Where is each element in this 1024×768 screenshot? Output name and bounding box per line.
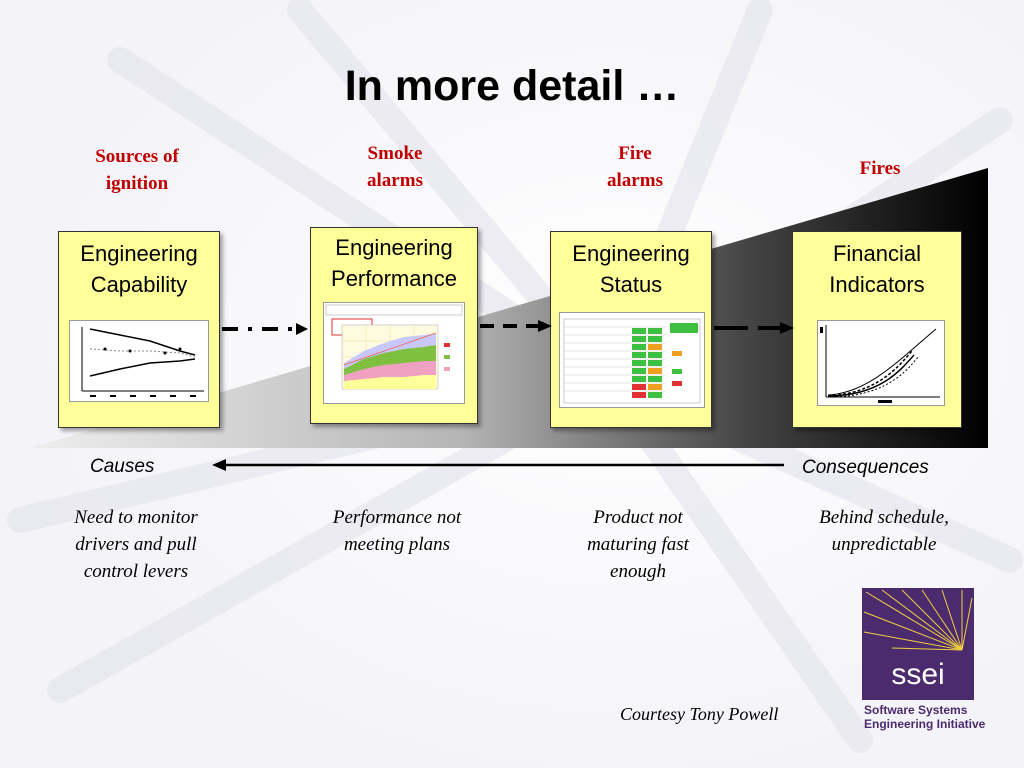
box-engineering-capability: Engineering Capability — [58, 231, 220, 428]
capability-chart-thumbnail — [69, 320, 209, 402]
box-engineering-performance: Engineering Performance — [310, 227, 478, 424]
ssei-logo-mark: ssei — [863, 589, 973, 691]
performance-chart-thumbnail — [323, 302, 465, 404]
page-title: In more detail … — [344, 62, 680, 110]
box-financial-indicators: Financial Indicators — [792, 231, 962, 428]
causes-label: Causes — [90, 456, 155, 477]
desc-performance: Performance not meeting plans — [332, 507, 462, 555]
ssei-logo: ssei — [862, 588, 974, 700]
wedge-shape — [30, 168, 988, 448]
desc-status: Product not maturing fast enough — [587, 507, 689, 582]
label-fire-alarms: Fire alarms — [607, 143, 663, 191]
label-sources-of-ignition: Sources of ignition — [95, 146, 179, 194]
status-table-thumbnail — [559, 312, 705, 408]
box-title-status: Engineering Status — [572, 241, 690, 297]
desc-ignition: Need to monitor drivers and pull control… — [74, 507, 198, 582]
ssei-name-line1: Software Systems — [864, 703, 968, 717]
box-title-financial: Financial Indicators — [829, 241, 925, 297]
ssei-name-line2: Engineering Initiative — [864, 717, 986, 731]
consequences-label: Consequences — [802, 457, 929, 478]
desc-financial: Behind schedule, unpredictable — [819, 507, 949, 555]
box-engineering-status: Engineering Status — [550, 231, 712, 428]
financial-chart-thumbnail — [817, 320, 945, 406]
label-fires: Fires — [859, 158, 901, 179]
ssei-logo-text: ssei — [891, 658, 944, 691]
box-title-performance: Engineering Performance — [331, 235, 457, 291]
box-title-capability: Engineering Capability — [80, 241, 198, 297]
label-smoke-alarms: Smoke alarms — [367, 143, 423, 191]
credit-text: Courtesy Tony Powell — [620, 704, 779, 724]
